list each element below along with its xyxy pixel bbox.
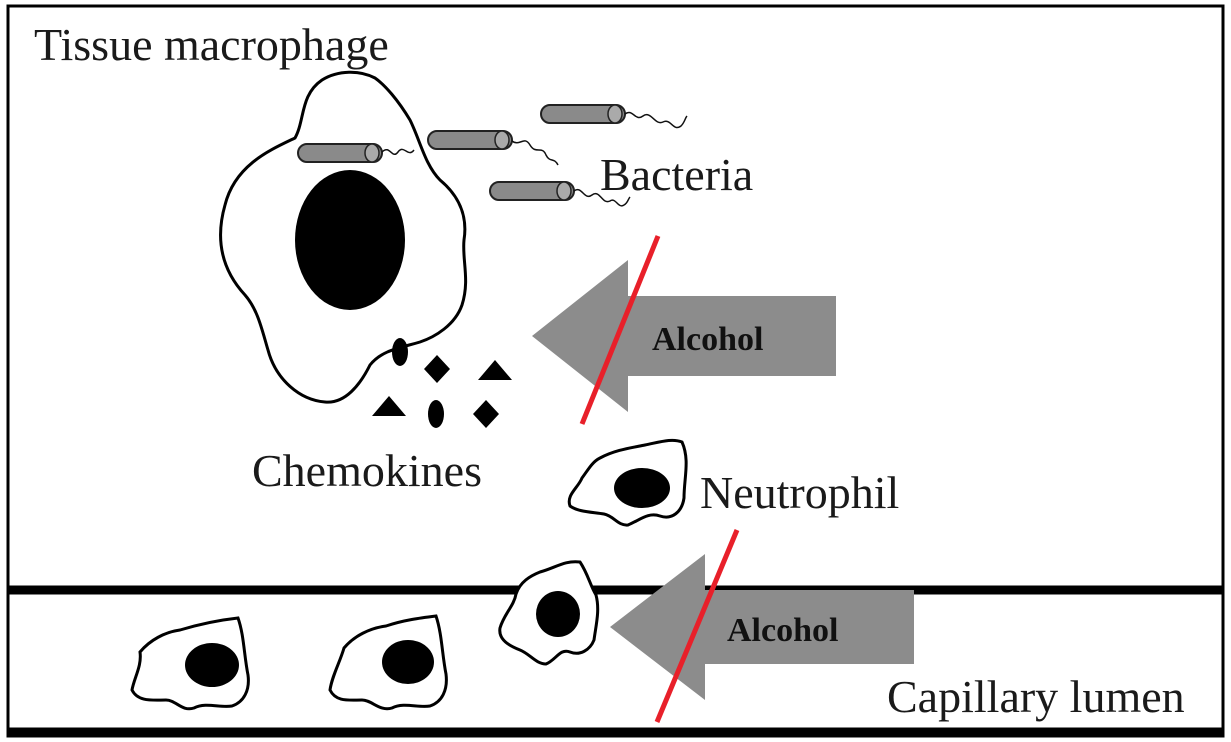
alcohol-arrow-upper-label: Alcohol [652, 321, 763, 358]
tissue-macrophage-label: Tissue macrophage [34, 19, 389, 70]
chemokines-label: Chemokines [252, 445, 482, 496]
chemokine-oval [428, 400, 444, 428]
macrophage-nucleus [295, 170, 405, 310]
bacteria-label: Bacteria [600, 149, 753, 200]
chemokine-oval [392, 338, 408, 366]
neutrophil-label: Neutrophil [700, 467, 899, 518]
capillary-lumen-label: Capillary lumen [887, 671, 1185, 722]
alcohol-arrow-lower-label: Alcohol [727, 612, 838, 649]
